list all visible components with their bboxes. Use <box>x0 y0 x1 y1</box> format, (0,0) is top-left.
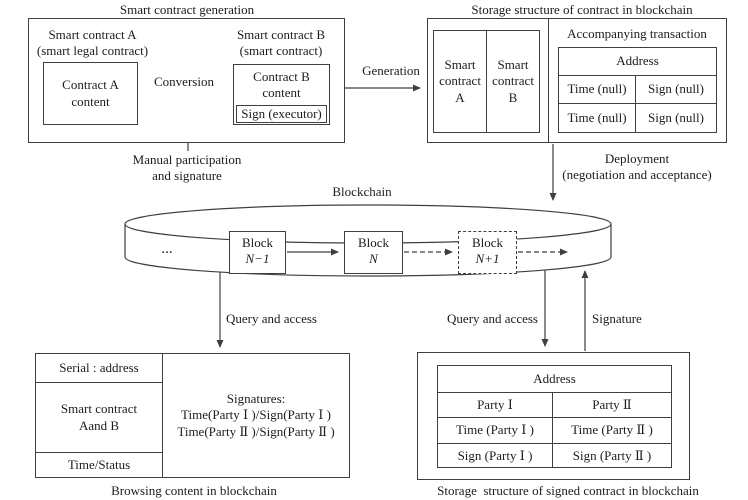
signed-caption: Storage structure of signed contract in … <box>437 483 699 498</box>
storage-section-title: Storage structure of contract in blockch… <box>471 2 693 17</box>
signed-sign-row: Sign (Party Ⅰ ) Sign (Party Ⅱ ) <box>438 444 671 468</box>
accompanying-transaction-heading: Accompanying transaction <box>567 26 707 41</box>
signed-address-header: Address <box>438 366 671 393</box>
block-n-minus-1-index: N−1 <box>245 251 270 267</box>
generation-section-title: Smart contract generation <box>119 2 255 17</box>
block-n: Block N <box>344 231 403 274</box>
storage-box-divider <box>548 19 549 142</box>
stored-smart-contract-a-cell: Smart contract A <box>434 31 487 132</box>
time-party-1-cell: Time (Party Ⅰ ) <box>438 418 553 443</box>
serial-address-cell: Serial : address <box>36 354 162 383</box>
smart-contract-ab-cell: Smart contract Aand B <box>36 383 162 453</box>
signed-party-row: Party Ⅰ Party Ⅱ <box>438 393 671 418</box>
time-status-cell: Time/Status <box>67 456 131 472</box>
party-1-cell: Party Ⅰ <box>438 393 553 417</box>
contract-b-box: Contract B content Sign (executor) <box>233 64 330 125</box>
browsing-left-column: Serial : address Smart contract Aand B T… <box>36 354 163 477</box>
sign-null-cell-1: Sign (null) <box>648 81 704 97</box>
block-n-plus-1: Block N+1 <box>458 231 517 274</box>
deployment-label: Deployment (negotiation and acceptance) <box>562 151 712 183</box>
signed-contract-table: Address Party Ⅰ Party Ⅱ Time (Party Ⅰ ) … <box>437 365 672 468</box>
signature-label: Signature <box>592 311 642 326</box>
signed-time-row: Time (Party Ⅰ ) Time (Party Ⅱ ) <box>438 418 671 444</box>
time-null-cell-1: Time (null) <box>559 76 636 103</box>
sign-null-cell-2: Sign (null) <box>648 109 704 125</box>
smart-contract-a-heading: Smart contract A (smart legal contract) <box>36 27 149 59</box>
block-n-plus-1-index: N+1 <box>475 251 500 267</box>
sign-party-1-cell: Sign (Party Ⅰ ) <box>438 444 553 468</box>
smart-contract-b-heading: Smart contract B (smart contract) <box>236 27 326 59</box>
block-n-index: N <box>369 251 378 267</box>
accompanying-row-1: Time (null) Sign (null) <box>559 76 716 104</box>
time-null-cell-2: Time (null) <box>559 104 636 132</box>
browsing-box: Serial : address Smart contract Aand B T… <box>35 353 350 478</box>
contract-a-content-box: Contract A content <box>43 62 138 125</box>
signatures-cell: Signatures: Time(Party Ⅰ )/Sign(Party Ⅰ … <box>177 391 335 439</box>
query-access-left-label: Query and access <box>226 311 317 326</box>
browsing-caption: Browsing content in blockchain <box>111 483 277 498</box>
accompanying-transaction-table: Address Time (null) Sign (null) Time (nu… <box>558 47 717 133</box>
conversion-label: Conversion <box>154 74 214 89</box>
time-party-2-cell: Time (Party Ⅱ ) <box>571 422 653 438</box>
party-2-cell: Party Ⅱ <box>592 396 632 412</box>
block-n-minus-1: Block N−1 <box>229 231 286 274</box>
block-n-plus-1-word: Block <box>471 235 504 250</box>
block-n-minus-1-word: Block <box>241 235 274 250</box>
manual-participation-label: Manual participation and signature <box>132 152 242 184</box>
sign-executor-cell: Sign (executor) <box>236 105 327 123</box>
query-access-right-label: Query and access <box>447 311 538 326</box>
sign-party-2-cell: Sign (Party Ⅱ ) <box>572 447 652 463</box>
stored-smart-contract-b-cell: Smart contract B <box>492 57 534 105</box>
accompanying-row-2: Time (null) Sign (null) <box>559 104 716 132</box>
stored-contracts-box: Smart contract A Smart contract B <box>433 30 540 133</box>
block-n-word: Block <box>357 235 390 250</box>
generation-label: Generation <box>362 63 420 78</box>
accompanying-address-header: Address <box>559 48 716 76</box>
contract-b-content-cell: Contract B content <box>253 68 310 100</box>
blockchain-label: Blockchain <box>332 184 392 199</box>
blockchain-ellipsis: ... <box>161 241 173 257</box>
